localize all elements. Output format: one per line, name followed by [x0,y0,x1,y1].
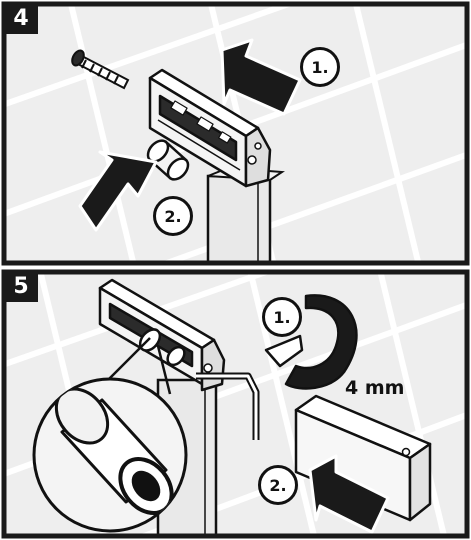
hex-key-size-label: 4 mm [345,377,405,399]
panel-5-zoom-callout [32,337,188,533]
panel-5-cover [294,394,432,522]
panel-5-number: 5 [4,272,38,302]
panel-5-bracket [98,278,226,392]
panel-4-arrow-2 [78,150,158,232]
panel-4-step-2-label: 2. [153,196,193,236]
panel-4-bracket [148,68,272,188]
panel-4-screw [71,49,130,90]
panel-4-frame [1,1,470,266]
panel-4 [4,4,467,263]
panel-4-dowel [146,139,190,181]
panel-5-step-1-label: 1. [262,297,302,337]
panel-5-rotation-arrow [264,294,358,390]
panel-5-step-2-label: 2. [258,465,298,505]
panel-5-push-arrow [308,454,390,534]
panel-4-step-1-label: 1. [300,47,340,87]
panel-5-frame [1,269,470,539]
panel-4-arrow-1 [220,38,302,116]
panel-4-number: 4 [4,4,38,34]
